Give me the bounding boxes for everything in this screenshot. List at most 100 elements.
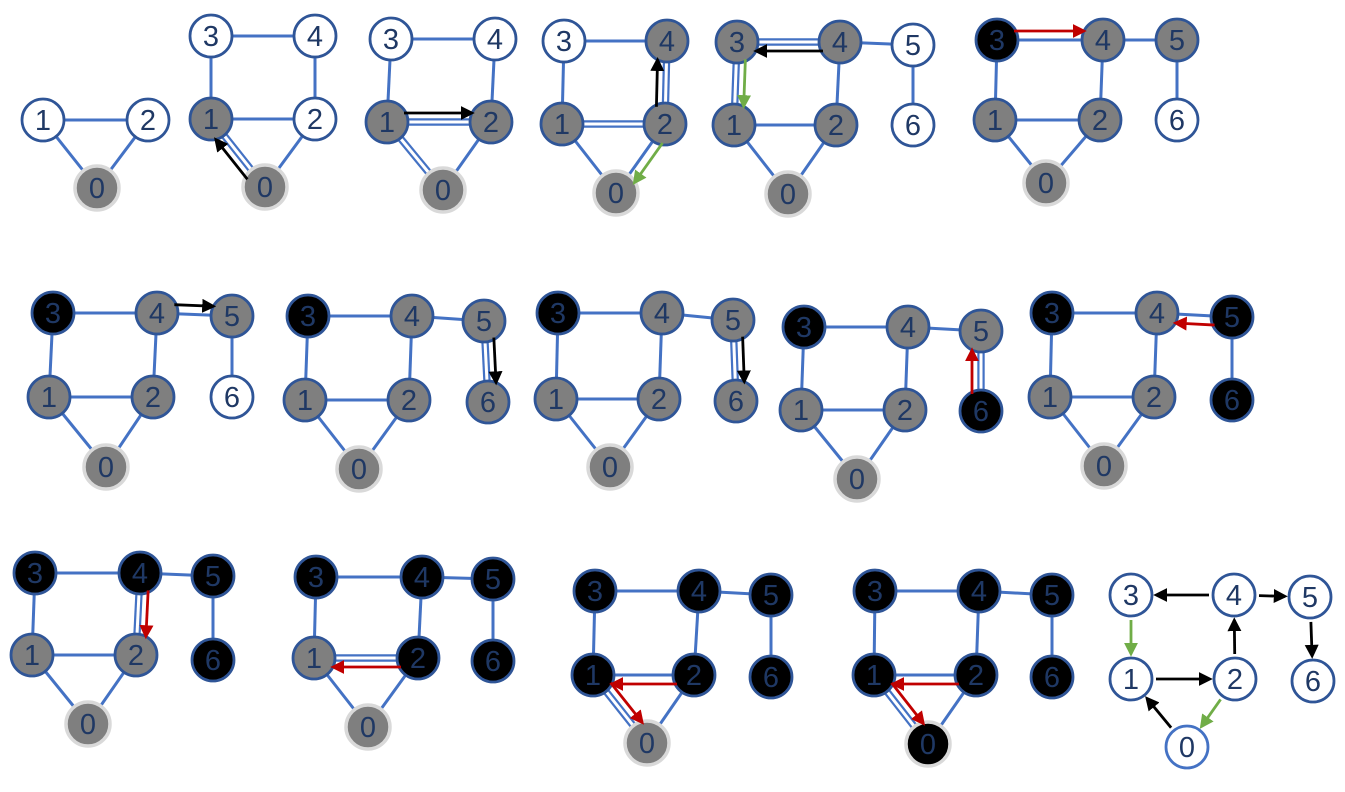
node-label: 1 [203,104,219,136]
node-label: 0 [849,464,865,496]
node-circle [639,290,685,336]
node-circle [671,652,717,698]
node-label: 2 [307,104,323,136]
node-circle [533,376,579,422]
node-6: 6 [1209,377,1255,423]
node-circle [1154,97,1200,143]
node-2: 2 [1212,656,1258,702]
node-label: 3 [300,301,316,333]
node-1: 1 [282,377,328,423]
node-label: 1 [554,109,570,141]
node-4: 4 [399,554,445,600]
node-0: 0 [586,443,634,491]
node-label: 6 [728,386,744,418]
node-label: 0 [80,709,96,741]
node-3: 3 [1029,290,1075,336]
node-circle [1077,97,1123,143]
node-circle [958,308,1004,354]
node-label: 2 [483,107,499,139]
start-node-circle [82,443,130,491]
node-0: 0 [904,720,952,768]
node-circle [292,96,338,142]
node-3: 3 [974,17,1020,63]
node-3: 3 [781,304,827,350]
node-label: 1 [35,105,51,137]
node-label: 1 [1123,664,1139,696]
node-circle [676,568,722,614]
node-1: 1 [539,101,585,147]
node-label: 5 [1302,582,1318,614]
node-4: 4 [676,568,722,614]
node-label: 6 [763,662,779,694]
node-label: 1 [41,382,57,414]
start-node-circle [344,703,392,751]
node-circle [1029,572,1075,618]
node-label: 1 [548,384,564,416]
node-circle [190,553,236,599]
node-0: 0 [1022,159,1070,207]
node-6: 6 [890,102,936,148]
traversal-arrow-2-to-0 [1199,698,1222,729]
node-label: 3 [203,21,219,53]
node-circle [778,387,824,433]
node-3: 3 [293,554,339,600]
traversal-arrow-4-to-5 [1258,589,1288,604]
node-label: 4 [1149,298,1165,330]
node-4: 4 [644,18,690,64]
node-label: 4 [132,558,148,590]
node-circle [117,550,163,596]
node-circle [714,19,760,65]
node-label: 2 [828,110,844,142]
node-1: 1 [364,99,410,145]
node-circle [364,99,410,145]
node-label: 3 [587,576,603,608]
node-label: 5 [905,30,921,62]
node-3: 3 [572,568,618,614]
node-3: 3 [30,290,76,336]
node-label: 3 [1123,580,1139,612]
node-4: 4 [1080,17,1126,63]
node-3: 3 [285,293,331,339]
node-circle [1212,656,1258,702]
node-circle [642,101,688,147]
node-label: 4 [832,27,848,59]
node-2: 2 [813,102,859,148]
node-circle [389,293,435,339]
node-label: 5 [973,316,989,348]
node-0: 0 [592,169,640,217]
node-3: 3 [1108,572,1154,618]
node-circle [472,16,518,62]
node-label: 5 [224,301,240,333]
node-5: 5 [209,293,255,339]
node-circle [1029,654,1075,700]
start-node-circle [904,720,952,768]
node-label: 3 [27,558,43,590]
node-label: 6 [224,382,240,414]
node-label: 4 [654,298,670,330]
node-circle [293,554,339,600]
node-label: 0 [435,175,451,207]
node-label: 3 [45,298,61,330]
node-circle [748,654,794,700]
node-2: 2 [113,632,159,678]
node-circle [1108,572,1154,618]
node-label: 0 [608,178,624,210]
node-label: 2 [657,109,673,141]
traversal-arrow-5-to-6 [488,337,503,386]
node-circle [1108,656,1154,702]
node-label: 6 [205,645,221,677]
node-label: 4 [307,21,323,53]
node-circle [1154,17,1200,63]
node-circle [636,376,682,422]
start-node-circle [1080,442,1128,490]
start-node-circle [419,166,467,214]
traversal-arrow-2-to-4 [650,56,665,107]
node-2: 2 [1131,374,1177,420]
node-2: 2 [953,652,999,698]
node-circle [209,293,255,339]
